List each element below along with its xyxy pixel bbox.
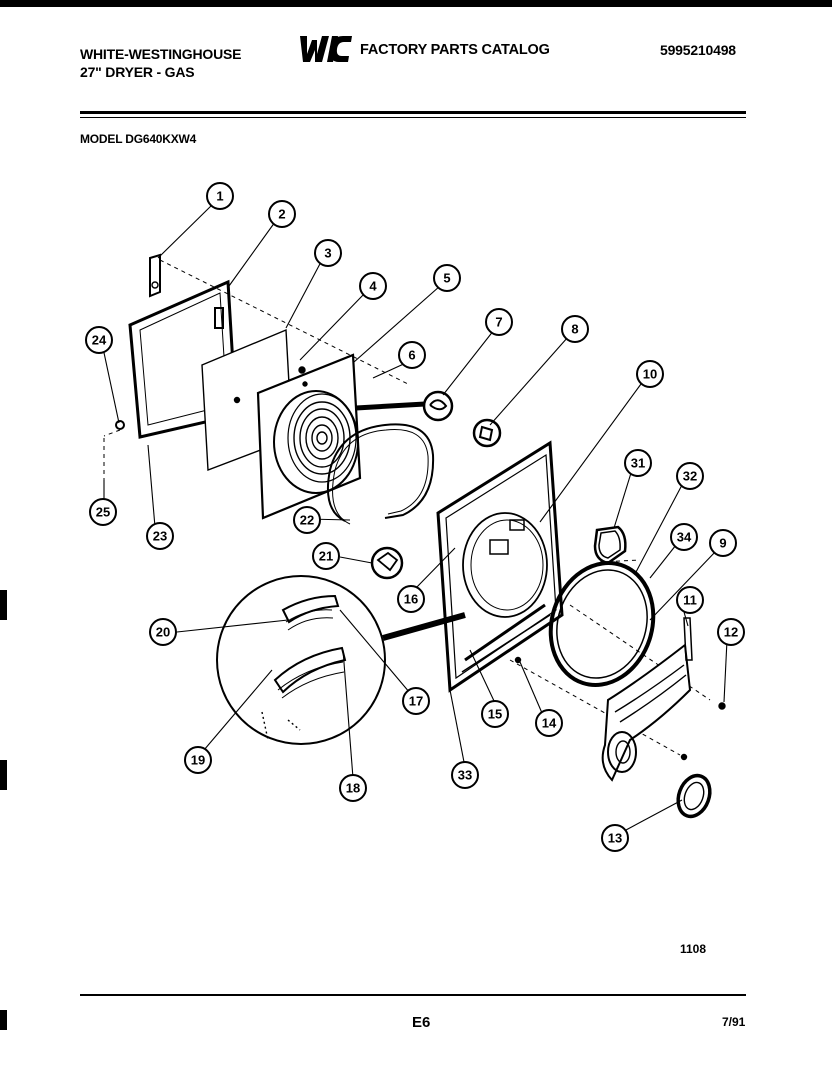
callout-33: 33 (451, 761, 479, 789)
callout-31: 31 (624, 449, 652, 477)
svg-text:14: 14 (542, 716, 557, 731)
revision-date: 7/91 (722, 1015, 746, 1029)
callout-21: 21 (312, 542, 340, 570)
svg-text:12: 12 (724, 625, 738, 640)
svg-text:22: 22 (300, 513, 314, 528)
svg-text:1: 1 (216, 189, 223, 204)
scan-edge-mark (0, 760, 7, 790)
callout-22: 22 (293, 506, 321, 534)
svg-text:25: 25 (96, 505, 110, 520)
header-rule (80, 111, 746, 114)
page-code: E6 (412, 1014, 431, 1031)
svg-text:8: 8 (571, 322, 578, 337)
callout-2: 2 (268, 200, 296, 228)
svg-text:3: 3 (324, 246, 331, 261)
callout-17: 17 (402, 687, 430, 715)
product-type: 27" DRYER - GAS (80, 64, 195, 80)
callout-12: 12 (717, 618, 745, 646)
callout-11: 11 (676, 586, 704, 614)
catalog-part-number: 5995210498 (660, 42, 736, 58)
svg-text:17: 17 (409, 694, 423, 709)
callout-14: 14 (535, 709, 563, 737)
callout-24: 24 (85, 326, 113, 354)
callout-8: 8 (561, 315, 589, 343)
svg-text:5: 5 (443, 271, 450, 286)
svg-text:9: 9 (719, 536, 726, 551)
callout-10: 10 (636, 360, 664, 388)
footer-rule (80, 994, 746, 996)
header-rule-thin (80, 117, 746, 118)
svg-text:16: 16 (404, 592, 418, 607)
wci-logo (300, 36, 352, 62)
svg-text:32: 32 (683, 469, 697, 484)
exploded-parts-diagram: 1 2 3 4 5 6 7 8 10 24 31 32 34 9 11 12 2… (85, 182, 745, 852)
callout-23: 23 (146, 522, 174, 550)
illustration-code: 1108 (680, 942, 707, 956)
bulkhead-duct (601, 617, 693, 782)
callout-3: 3 (314, 239, 342, 267)
door-liner (256, 353, 362, 520)
svg-text:18: 18 (346, 781, 360, 796)
svg-text:7: 7 (495, 315, 502, 330)
svg-text:20: 20 (156, 625, 170, 640)
callout-5: 5 (433, 264, 461, 292)
callout-32: 32 (676, 462, 704, 490)
callout-9: 9 (709, 529, 737, 557)
top-border (0, 0, 832, 7)
front-panel (436, 440, 564, 693)
svg-text:34: 34 (677, 530, 692, 545)
svg-text:10: 10 (643, 367, 657, 382)
catalog-title: FACTORY PARTS CATALOG (360, 42, 550, 58)
svg-text:6: 6 (408, 348, 415, 363)
callout-6: 6 (398, 341, 426, 369)
callout-20: 20 (149, 618, 177, 646)
callout-1: 1 (206, 182, 234, 210)
svg-text:23: 23 (153, 529, 167, 544)
svg-text:33: 33 (458, 768, 472, 783)
detail-magnifier (216, 575, 386, 745)
scan-edge-mark (0, 1010, 7, 1030)
brand-name: WHITE-WESTINGHOUSE (80, 46, 242, 62)
svg-text:21: 21 (319, 549, 333, 564)
callout-18: 18 (339, 774, 367, 802)
callout-13: 13 (601, 824, 629, 852)
svg-text:24: 24 (92, 333, 107, 348)
callout-25: 25 (89, 498, 117, 526)
scan-edge-mark (0, 590, 7, 620)
door-hinge (149, 253, 161, 298)
svg-text:11: 11 (683, 593, 697, 608)
svg-text:31: 31 (631, 456, 645, 471)
callout-4: 4 (359, 272, 387, 300)
svg-text:2: 2 (278, 207, 285, 222)
callout-19: 19 (184, 746, 212, 774)
callout-7: 7 (485, 308, 513, 336)
svg-text:4: 4 (369, 279, 377, 294)
model-number: MODEL DG640KXW4 (80, 132, 197, 146)
svg-text:19: 19 (191, 753, 205, 768)
svg-text:13: 13 (608, 831, 622, 846)
callout-16: 16 (397, 585, 425, 613)
svg-text:15: 15 (488, 707, 502, 722)
callout-15: 15 (481, 700, 509, 728)
callout-34: 34 (670, 523, 698, 551)
